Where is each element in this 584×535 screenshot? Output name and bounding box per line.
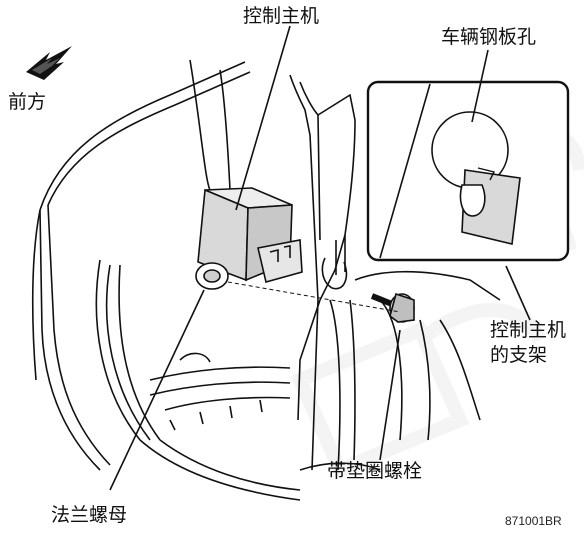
washer-bolt-part — [370, 292, 415, 323]
label-flange-nut: 法兰螺母 — [51, 504, 128, 526]
front-direction-arrow-icon — [26, 46, 72, 80]
leader-lines — [109, 25, 531, 491]
label-washer-bolt: 带垫圈螺栓 — [327, 460, 423, 482]
inset-detail — [366, 80, 570, 262]
flange-nut-part — [195, 262, 229, 290]
label-control-unit: 控制主机 — [243, 5, 320, 27]
assembly-axis — [227, 281, 401, 313]
figure-code: 871001BR — [505, 514, 562, 528]
body-panel — [289, 74, 501, 471]
label-front: 前方 — [8, 91, 47, 113]
label-bracket-line2: 的支架 — [490, 344, 548, 366]
label-bracket-line1: 控制主机 — [490, 319, 567, 341]
control-unit — [197, 187, 303, 283]
label-body-hole: 车辆钢板孔 — [441, 26, 537, 48]
door-frame — [31, 59, 301, 501]
